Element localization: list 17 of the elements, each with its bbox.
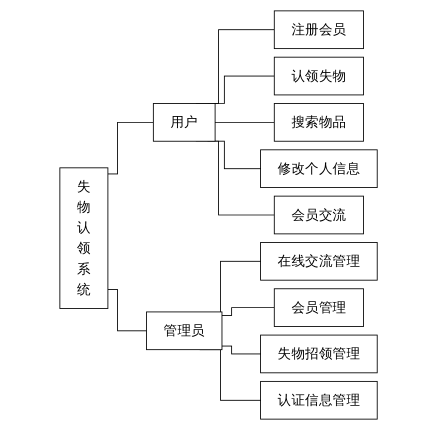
node-box: 失物认领系统 xyxy=(60,167,109,309)
node-box: 搜索物品 xyxy=(274,103,364,142)
node-box: 失物招领管理 xyxy=(260,334,378,374)
connector xyxy=(108,289,148,332)
connector xyxy=(215,122,276,123)
connector xyxy=(222,307,276,316)
node-box: 管理员 xyxy=(146,312,223,350)
node-box: 注册会员 xyxy=(274,10,364,50)
node-box: 认领失物 xyxy=(274,56,364,96)
node-box: 会员交流 xyxy=(274,196,364,234)
node-box: 用户 xyxy=(153,103,216,142)
node-box: 修改个人信息 xyxy=(260,149,378,188)
node-box: 在线交流管理 xyxy=(260,242,378,281)
connector xyxy=(222,346,262,354)
node-box: 会员管理 xyxy=(274,288,364,327)
connector xyxy=(108,122,154,174)
node-box: 认证信息管理 xyxy=(260,380,378,420)
